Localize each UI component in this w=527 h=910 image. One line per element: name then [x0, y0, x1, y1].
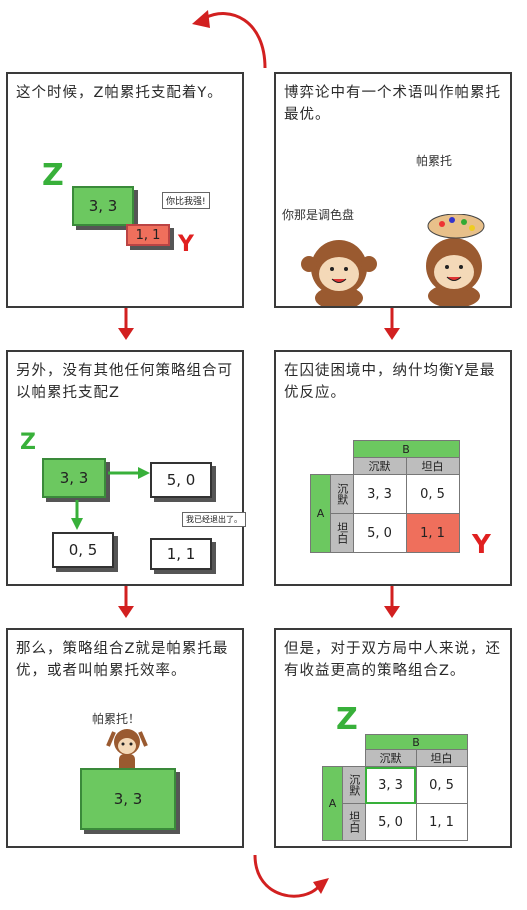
matrix-top-label: B	[364, 734, 468, 750]
matrix-cell-highlighted: 1, 1	[405, 513, 460, 553]
col-header: 坦白	[405, 457, 460, 475]
arrow-down-icon	[118, 584, 134, 618]
row-header: 沉默	[342, 766, 366, 804]
payoff-box-z: 3, 3	[42, 458, 106, 498]
col-header: 沉默	[352, 457, 407, 475]
arrow-down-icon	[384, 306, 400, 340]
panel-2-text: 博弈论中有一个术语叫作帕累托最优。	[284, 85, 501, 123]
speech-bubble: 我已经退出了。	[182, 512, 246, 527]
y-label: Y	[178, 232, 194, 257]
matrix-cell: 0, 5	[405, 474, 460, 514]
panel-1-text: 这个时候，Z帕累托支配着Y。	[16, 85, 223, 101]
panel-6: 但是，对于双方局中人来说，还有收益更高的策略组合Z。 Z B 沉默 坦白 A 沉…	[274, 628, 512, 848]
payoff-box: 1, 1	[150, 538, 212, 570]
payoff-box: 5, 0	[150, 462, 212, 498]
speech-bubble: 你比我强!	[162, 192, 210, 209]
right-speech: 帕累托	[416, 154, 453, 168]
panel-3-text: 另外，没有其他任何策略组合可以帕累托支配Z	[16, 363, 233, 401]
arrow-down-icon	[384, 584, 400, 618]
arrow-down-green-icon	[71, 500, 83, 530]
panel-6-text: 但是，对于双方局中人来说，还有收益更高的策略组合Z。	[284, 641, 501, 679]
payoff-box: 0, 5	[52, 532, 114, 568]
row-header: 坦白	[342, 803, 366, 841]
panel-4-text: 在囚徒困境中，纳什均衡Y是最优反应。	[284, 363, 496, 401]
row-header: 坦白	[330, 513, 354, 553]
col-header: 坦白	[415, 749, 468, 767]
z-label: Z	[42, 158, 64, 193]
col-header: 沉默	[364, 749, 417, 767]
z-payoff-box: 3, 3	[80, 768, 176, 830]
matrix-cell-highlighted: 3, 3	[364, 766, 417, 804]
matrix-top-label: B	[352, 440, 460, 458]
y-payoff-box: 1, 1	[126, 224, 170, 246]
z-label: Z	[336, 702, 358, 737]
payoff-matrix: B 沉默 坦白 A 沉默 3, 3 0, 5 坦白 5, 0 1, 1	[310, 440, 460, 553]
z-payoff-box: 3, 3	[72, 186, 134, 226]
speech: 帕累托！	[92, 712, 141, 726]
row-header: 沉默	[330, 474, 354, 514]
matrix-side-label: A	[310, 474, 331, 553]
matrix-cell: 5, 0	[364, 803, 417, 841]
panel-5-text: 那么，策略组合Z就是帕累托最优，或者叫帕累托效率。	[16, 641, 229, 679]
matrix-cell: 3, 3	[352, 474, 407, 514]
cycle-arrow-bottom-icon	[253, 854, 329, 898]
monkey-right-illustration	[426, 214, 485, 306]
panel-1: 这个时候，Z帕累托支配着Y。 Z 3, 3 1, 1 Y 你比我强!	[6, 72, 244, 308]
matrix-cell: 1, 1	[415, 803, 468, 841]
payoff-matrix: B 沉默 坦白 A 沉默 3, 3 0, 5 坦白 5, 0 1, 1	[322, 734, 468, 841]
matrix-cell: 5, 0	[352, 513, 407, 553]
panel-4: 在囚徒困境中，纳什均衡Y是最优反应。 B 沉默 坦白 A 沉默 3, 3 0, …	[274, 350, 512, 586]
left-speech: 你那是调色盘	[282, 208, 355, 222]
y-label: Y	[472, 530, 491, 560]
matrix-cell: 0, 5	[415, 766, 468, 804]
panel-2: 博弈论中有一个术语叫作帕累托最优。 你那是调色盘 帕累托	[274, 72, 512, 308]
panel-3: 另外，没有其他任何策略组合可以帕累托支配Z Z 3, 3 5, 0 0, 5 1…	[6, 350, 246, 586]
z-label: Z	[20, 430, 36, 455]
arrow-down-icon	[118, 306, 134, 340]
monkey-illustration	[106, 729, 148, 774]
arrow-right-icon	[108, 467, 150, 479]
matrix-side-label: A	[322, 766, 343, 841]
monkey-left-illustration	[301, 240, 377, 306]
panel-5: 那么，策略组合Z就是帕累托最优，或者叫帕累托效率。 帕累托！ 3, 3	[6, 628, 244, 848]
cycle-arrow-top-icon	[192, 10, 267, 69]
